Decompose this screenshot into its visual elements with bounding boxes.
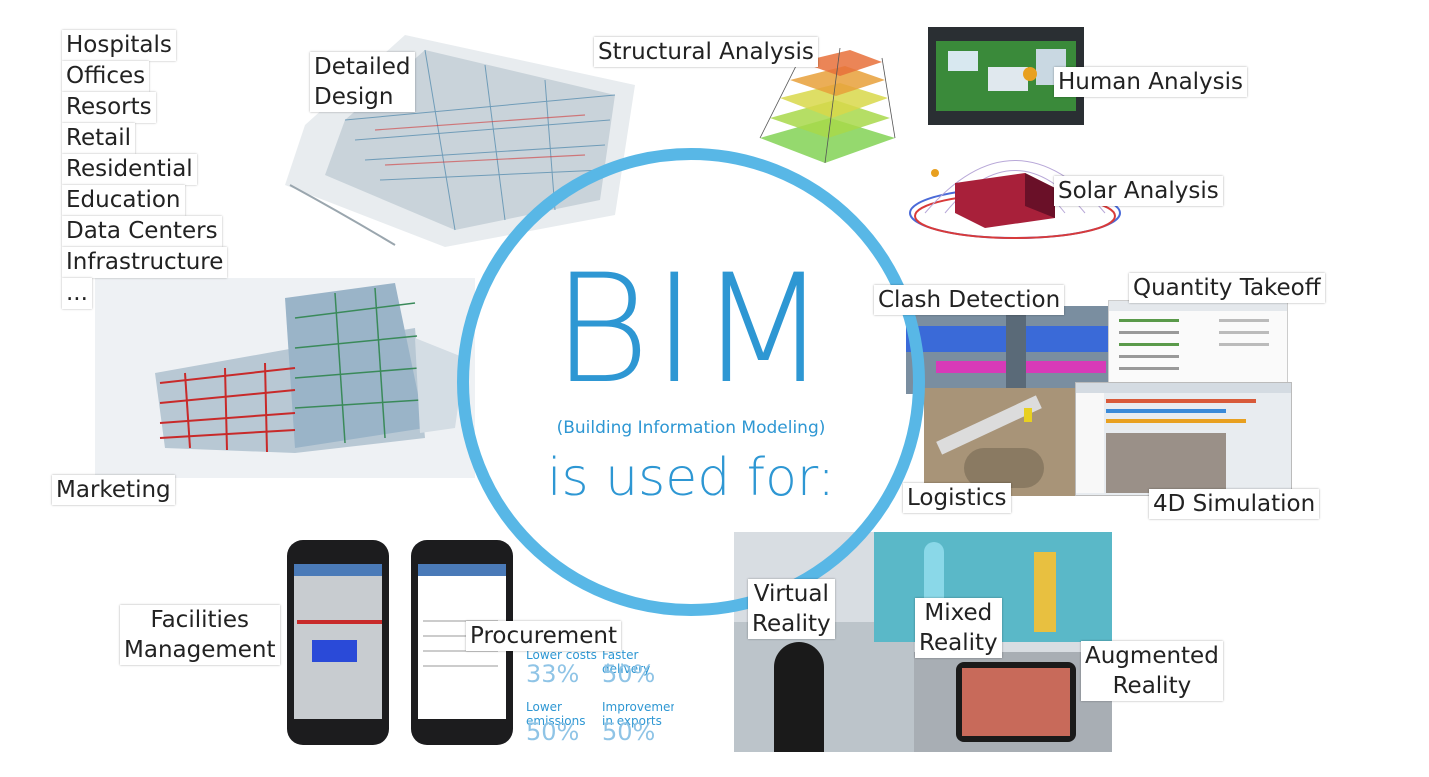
stat-label: Lower costs [526, 648, 597, 662]
label-solar-analysis: Solar Analysis [1054, 176, 1223, 206]
reality-collage [734, 532, 1112, 752]
label-4d-simulation: 4D Simulation [1149, 489, 1320, 519]
bim-tagline: is used for: [547, 448, 835, 508]
label-procurement: Procurement [466, 621, 621, 651]
label-augmented-reality: Augmented Reality [1081, 641, 1223, 701]
label-clash-detection: Clash Detection [874, 285, 1065, 315]
stat-value: 50% [526, 718, 580, 746]
building-type: Infrastructure [62, 247, 228, 278]
building-type: Offices [62, 61, 150, 92]
building-type: Data Centers [62, 216, 222, 247]
stat-value: 33% [526, 660, 580, 688]
procurement-stats: Lower costs 33% Faster delivery 50% Lowe… [522, 640, 674, 748]
structural-analysis-illustration [759, 47, 896, 164]
label-human-analysis: Human Analysis [1054, 67, 1248, 97]
building-type: Education [62, 185, 185, 216]
label-line: Mixed [924, 600, 993, 626]
label-line: Augmented [1085, 643, 1219, 669]
bim-subtitle: (Building Information Modeling) [556, 418, 826, 438]
stat-value: 50% [602, 718, 656, 746]
building-type: Hospitals [62, 30, 176, 61]
label-line: Detailed [314, 54, 411, 80]
label-line: Management [124, 637, 276, 663]
stat-label: Faster delivery [602, 648, 651, 676]
clash-detection-illustration [906, 306, 1111, 394]
label-quantity-takeoff: Quantity Takeoff [1129, 273, 1325, 303]
label-marketing: Marketing [52, 475, 175, 505]
label-mixed-reality: Mixed Reality [915, 598, 1002, 658]
building-type: Retail [62, 123, 135, 154]
label-virtual-reality: Virtual Reality [748, 579, 835, 639]
solar-analysis-illustration [909, 160, 1121, 239]
bim-title: BIM [552, 243, 830, 417]
label-detailed-design: Detailed Design [310, 52, 415, 112]
logistics-illustration [924, 388, 1084, 496]
building-type: Resorts [62, 92, 156, 123]
stat-value: 50% [602, 660, 656, 688]
facilities-phone [287, 540, 389, 745]
building-types-list: Hospitals Offices Resorts Retail Residen… [62, 30, 228, 309]
simulation-4d-illustration [1075, 382, 1292, 496]
label-logistics: Logistics [903, 483, 1011, 513]
building-type: ... [62, 278, 92, 309]
label-line: Design [314, 84, 394, 110]
quantity-takeoff-illustration [1108, 300, 1288, 387]
building-type: Residential [62, 154, 197, 185]
label-line: Reality [919, 630, 998, 656]
label-line: Reality [752, 611, 831, 637]
label-structural-analysis: Structural Analysis [594, 37, 818, 67]
label-line: Virtual [753, 581, 829, 607]
label-line: Reality [1112, 673, 1192, 699]
stat-label: Improvement in exports [602, 700, 674, 728]
marketing-illustration [95, 278, 475, 478]
stat-label: Lower emissions [526, 700, 586, 728]
label-facilities-management: Facilities Management [120, 605, 280, 665]
label-line: Facilities [150, 607, 250, 633]
